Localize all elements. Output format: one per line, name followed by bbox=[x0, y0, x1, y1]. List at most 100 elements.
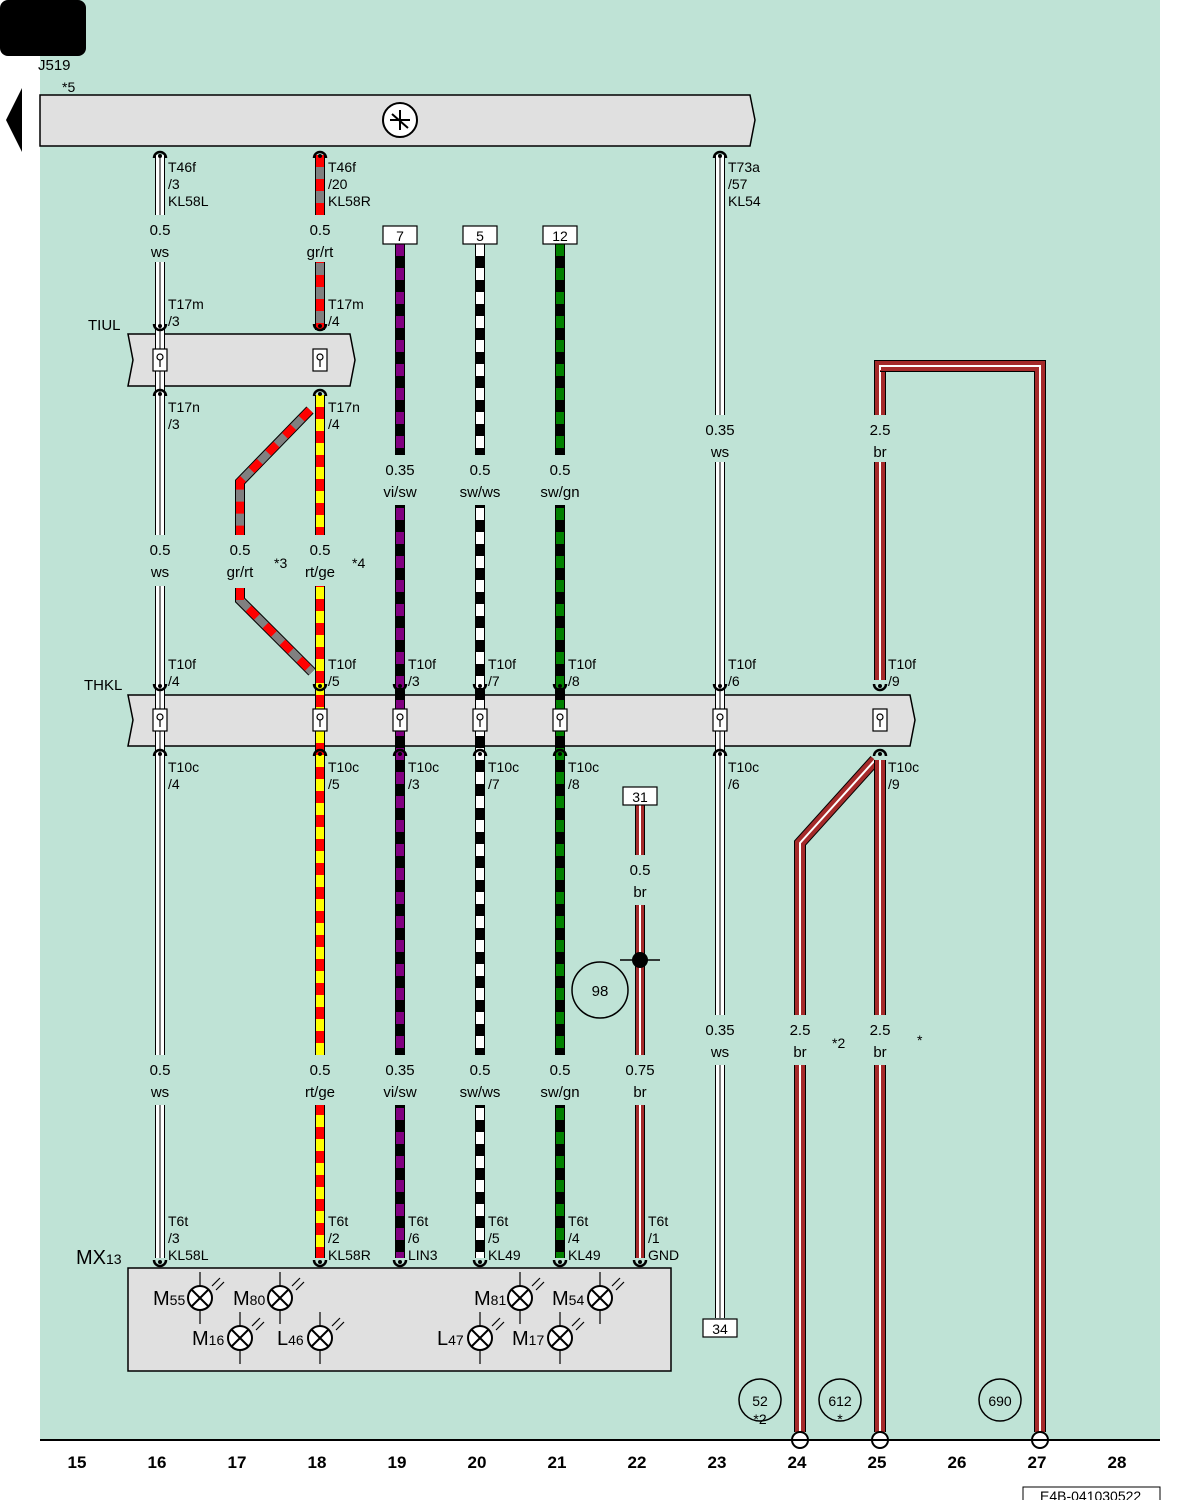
wire-25-spec-b-size: 2.5 bbox=[870, 1022, 891, 1039]
wire-25-spec-a-size: 2.5 bbox=[870, 422, 891, 439]
conn-19-t6t-signal: LIN3 bbox=[408, 1247, 438, 1263]
connector-pin-icon bbox=[712, 748, 728, 757]
conn-20-t10f-code: T10f bbox=[488, 656, 516, 672]
bulb-cross-icon bbox=[591, 1289, 609, 1307]
wire-22-reference-box bbox=[622, 786, 658, 806]
wire-23-spec-a-size: 0.35 bbox=[705, 422, 734, 439]
footnote-ref: *4 bbox=[352, 555, 365, 571]
bulb-cross-icon bbox=[511, 1289, 529, 1307]
conn-16-t17m-code: T17m bbox=[168, 296, 204, 312]
wire-21-spec-b-size: 0.5 bbox=[550, 1062, 571, 1079]
connector-pin-icon bbox=[152, 150, 168, 159]
conn-18-t17m-pin: /4 bbox=[328, 313, 340, 329]
connector-pin-icon bbox=[392, 748, 408, 757]
connector-pin-icon bbox=[312, 323, 328, 332]
bulb-cross-icon bbox=[191, 1289, 209, 1307]
wire-16-spec-c-size: 0.5 bbox=[150, 1062, 171, 1079]
bulb-label: M80 bbox=[233, 1288, 265, 1310]
bulb-label: M54 bbox=[552, 1288, 584, 1310]
conn-18-t10c-code: T10c bbox=[328, 759, 359, 775]
conn-22-t6t-code: T6t bbox=[648, 1213, 668, 1229]
wire-19-spec-b-color: vi/sw bbox=[383, 1084, 417, 1101]
footnote-ref: *3 bbox=[274, 555, 287, 571]
module-note: *5 bbox=[62, 79, 75, 95]
wire-18-spec-b-color: rt/ge bbox=[305, 564, 335, 581]
conn-21-t6t-pin: /4 bbox=[568, 1230, 580, 1246]
conn-20-t10c-pin: /7 bbox=[488, 776, 500, 792]
conn-21-t6t-signal: KL49 bbox=[568, 1247, 601, 1263]
connector-pin-dot bbox=[718, 752, 722, 756]
harness-tiul-label: TIUL bbox=[88, 317, 121, 334]
bulb-cross-icon bbox=[311, 1329, 329, 1347]
conn-23-t10f-pin: /6 bbox=[728, 673, 740, 689]
label-gap bbox=[626, 1055, 654, 1105]
connector-pin-icon bbox=[472, 748, 488, 757]
conn-18-t6t-code: T6t bbox=[328, 1213, 348, 1229]
conn-18-t10f-code: T10f bbox=[328, 656, 356, 672]
conn-21-t10c-pin: /8 bbox=[568, 776, 580, 792]
conn-25-t10c-code: T10c bbox=[888, 759, 919, 775]
wire-21-spec-a-size: 0.5 bbox=[550, 462, 571, 479]
bulb-cross-icon bbox=[231, 1329, 249, 1347]
wire-19-spec-b-size: 0.35 bbox=[385, 1062, 414, 1079]
connector-pin-dot bbox=[558, 1260, 562, 1264]
wire-20-spec-b-size: 0.5 bbox=[470, 1062, 491, 1079]
conn-16-t46f-code: T46f bbox=[168, 159, 196, 175]
conn-23-t10f-code: T10f bbox=[728, 656, 756, 672]
connector-pin-dot bbox=[158, 684, 162, 688]
connector-pin-icon bbox=[152, 748, 168, 757]
conn-22-t6t-signal: GND bbox=[648, 1247, 679, 1263]
image-code-box bbox=[1022, 1486, 1161, 1500]
wire-col-17-lower bbox=[235, 588, 316, 676]
conn-19-t6t-code: T6t bbox=[408, 1213, 428, 1229]
conn-18-t6t-pin: /2 bbox=[328, 1230, 340, 1246]
connector-pin-dot bbox=[158, 324, 162, 328]
bulb-label: L47 bbox=[437, 1328, 464, 1350]
column-number: 19 bbox=[388, 1453, 407, 1472]
connector-pin-icon bbox=[552, 748, 568, 757]
ground-point-circle bbox=[978, 1378, 1022, 1422]
column-number: 22 bbox=[628, 1453, 647, 1472]
conn-19-t6t-pin: /6 bbox=[408, 1230, 420, 1246]
conn-23-t73a-signal: KL54 bbox=[728, 193, 761, 209]
label-gap bbox=[306, 1055, 334, 1105]
wire-col-17-upper-stripe bbox=[236, 407, 313, 535]
conn-18-t46f-code: T46f bbox=[328, 159, 356, 175]
column-number: 28 bbox=[1108, 1453, 1127, 1472]
label-gap bbox=[146, 1055, 174, 1105]
ground-point-note: * bbox=[837, 1411, 843, 1427]
conn-23-t10c-code: T10c bbox=[728, 759, 759, 775]
label-gap bbox=[706, 1015, 734, 1065]
label-gap bbox=[306, 535, 334, 586]
column-number: 20 bbox=[468, 1453, 487, 1472]
conn-23-t73a-code: T73a bbox=[728, 159, 760, 175]
conn-16-t10f-code: T10f bbox=[168, 656, 196, 672]
label-gap bbox=[466, 1055, 494, 1105]
connector-pin-dot bbox=[478, 752, 482, 756]
wire-21-spec-b-color: sw/gn bbox=[540, 1084, 579, 1101]
wire-col-17-lower-stripe bbox=[236, 588, 315, 675]
label-gap bbox=[466, 455, 494, 505]
wire-col-17-upper bbox=[235, 406, 314, 535]
column-number: 23 bbox=[708, 1453, 727, 1472]
connector-pin-dot bbox=[318, 324, 322, 328]
bulb-label: M55 bbox=[153, 1288, 185, 1310]
label-gap bbox=[706, 415, 734, 462]
conn-20-t6t-signal: KL49 bbox=[488, 1247, 521, 1263]
connector-pin-dot bbox=[398, 1260, 402, 1264]
conn-19-t10c-pin: /3 bbox=[408, 776, 420, 792]
conn-25-t10c-pin: /9 bbox=[888, 776, 900, 792]
wire-25-spec-b-color: br bbox=[873, 1044, 886, 1061]
connector-pin-dot bbox=[478, 684, 482, 688]
wire-col-27 bbox=[874, 360, 1046, 1432]
wire-20-reference: 5 bbox=[476, 228, 484, 244]
light-rays-icon bbox=[291, 1277, 305, 1291]
conn-19-t10c-code: T10c bbox=[408, 759, 439, 775]
conn-19-t10f-pin: /3 bbox=[408, 673, 420, 689]
conn-16-t6t-pin: /3 bbox=[168, 1230, 180, 1246]
previous-page-arrow-icon[interactable] bbox=[6, 88, 22, 152]
label-gap bbox=[866, 1015, 894, 1065]
conn-16-t6t-code: T6t bbox=[168, 1213, 188, 1229]
column-number: 26 bbox=[948, 1453, 967, 1472]
